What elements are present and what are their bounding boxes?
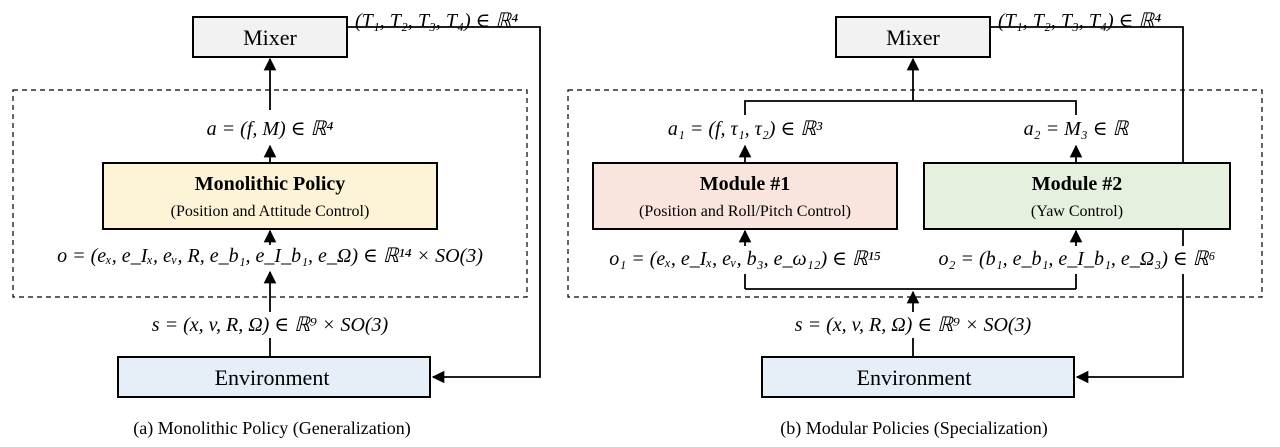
caption-a: (a) Monolithic Policy (Generalization): [133, 418, 410, 439]
environment-box-a: [117, 356, 431, 398]
state-label-b: s = (x, v, R, Ω) ∈ ℝ⁹ × SO(3): [795, 314, 1032, 336]
mixer-box-b: [835, 16, 991, 58]
mixer-label-b: Mixer: [886, 25, 940, 50]
policy-region-b: [567, 89, 1263, 298]
action-label-a: a = (f, M) ∈ ℝ⁴: [207, 118, 334, 140]
environment-box-b: [761, 356, 1075, 398]
mixer-label-a: Mixer: [243, 25, 297, 50]
mixer-output-b: (T₁, T₂, T₃, T₄) ∈ ℝ⁴: [998, 10, 1161, 32]
module1-box: [592, 162, 898, 230]
monolithic-policy-box: [102, 162, 438, 230]
obs2-bg: [925, 246, 1230, 274]
action1-label-b: a₁ = (f, τ₁, τ₂) ∈ ℝ³: [668, 118, 823, 140]
panel-a: Mixer (T₁, T₂, T₃, T₄) ∈ ℝ⁴ a = (f, M) ∈…: [12, 10, 541, 439]
observation1-label-b: o₁ = (eₓ, e_Iₓ, eᵥ, b₃, e_ω₁₂) ∈ ℝ¹⁵: [609, 248, 881, 270]
observation-label-a: o = (eₓ, e_Iₓ, eᵥ, R, e_b₁, e_I_b₁, e_Ω)…: [57, 245, 483, 267]
module-merge-line-b: [744, 100, 1077, 115]
state-label-bg-a: [100, 312, 440, 338]
module2-title: Module #2: [1032, 173, 1123, 195]
state-label-bg-b: [742, 312, 1082, 338]
module1-subtitle: (Position and Roll/Pitch Control): [639, 203, 851, 220]
module2-subtitle: (Yaw Control): [1031, 203, 1123, 220]
monolithic-policy-title: Monolithic Policy: [195, 173, 346, 195]
feedback-arrow-a: [347, 26, 541, 384]
module2-box: [923, 162, 1231, 230]
obs1-bg: [585, 246, 905, 274]
panel-b: Mixer (T₁, T₂, T₃, T₄) ∈ ℝ⁴ a₁ = (f, τ₁,…: [567, 10, 1263, 439]
observation2-label-b: o₂ = (b₁, e_b₁, e_I_b₁, e_Ω₃) ∈ ℝ⁶: [939, 248, 1216, 270]
mixer-output-a: (T₁, T₂, T₃, T₄) ∈ ℝ⁴: [355, 10, 518, 32]
monolithic-policy-subtitle: (Position and Attitude Control): [171, 203, 370, 220]
mixer-box-a: [192, 16, 348, 58]
state-label-a: s = (x, v, R, Ω) ∈ ℝ⁹ × SO(3): [152, 314, 389, 336]
action2-label-b: a₂ = M₃ ∈ ℝ: [1024, 118, 1130, 140]
caption-b: (b) Modular Policies (Specialization): [780, 418, 1047, 439]
environment-label-a: Environment: [215, 365, 330, 390]
module1-title: Module #1: [700, 173, 791, 195]
environment-label-b: Environment: [857, 365, 972, 390]
